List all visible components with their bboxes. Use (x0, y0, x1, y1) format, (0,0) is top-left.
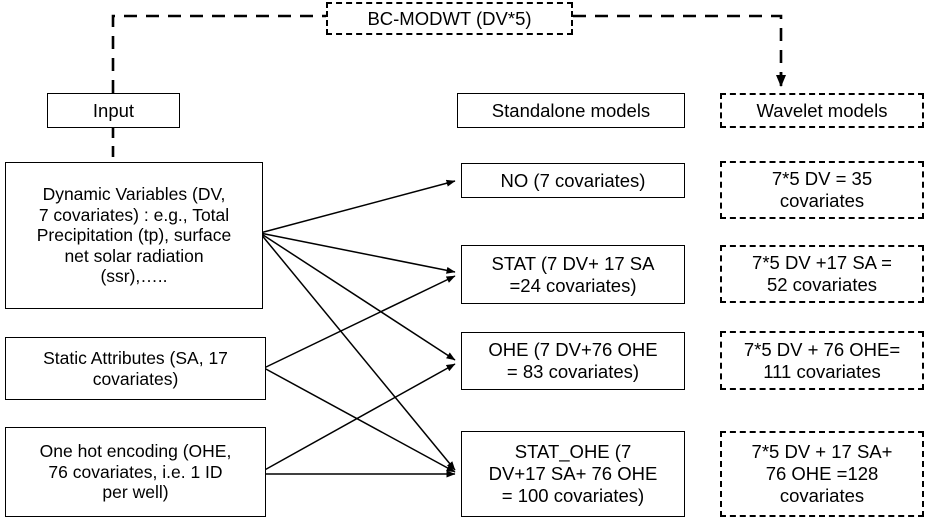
input-box-dynamic-variables-label: Dynamic Variables (DV, 7 covariates) : e… (36, 183, 232, 287)
header-wavelet-models-label: Wavelet models (756, 99, 888, 121)
standalone-model-stat-ohe-label: STAT_OHE (7 DV+17 SA+ 76 OHE = 100 covar… (488, 441, 658, 506)
input-box-static-attributes-label: Static Attributes (SA, 17 covariates) (43, 347, 228, 389)
ohe-fanout (260, 363, 456, 478)
input-box-dynamic-variables: Dynamic Variables (DV, 7 covariates) : e… (5, 162, 263, 309)
wavelet-model-ohe-label: 7*5 DV + 76 OHE= 111 covariates (743, 338, 901, 382)
wavelet-model-stat-label: 7*5 DV +17 SA = 52 covariates (752, 252, 892, 295)
bc-modwt-banner-label: BC-MODWT (DV*5) (367, 7, 532, 29)
sa-fanout (263, 275, 456, 473)
standalone-model-stat-label: STAT (7 DV+ 17 SA =24 covariates) (491, 252, 655, 296)
standalone-model-ohe: OHE (7 DV+76 OHE = 83 covariates) (461, 332, 685, 390)
wavelet-model-ohe: 7*5 DV + 76 OHE= 111 covariates (720, 331, 924, 390)
wavelet-model-stat-ohe-label: 7*5 DV + 17 SA+ 76 OHE =128 covariates (751, 441, 893, 506)
bc-modwt-banner: BC-MODWT (DV*5) (326, 2, 573, 35)
standalone-model-stat: STAT (7 DV+ 17 SA =24 covariates) (461, 245, 685, 304)
standalone-model-ohe-label: OHE (7 DV+76 OHE = 83 covariates) (488, 339, 658, 382)
header-standalone-models: Standalone models (457, 93, 685, 128)
header-input: Input (47, 93, 180, 128)
input-box-static-attributes: Static Attributes (SA, 17 covariates) (5, 337, 266, 400)
wavelet-model-stat-ohe: 7*5 DV + 17 SA+ 76 OHE =128 covariates (720, 431, 924, 517)
standalone-model-stat-ohe: STAT_OHE (7 DV+17 SA+ 76 OHE = 100 covar… (461, 431, 685, 517)
input-box-one-hot-encoding-label: One hot encoding (OHE, 76 covariates, i.… (39, 441, 232, 503)
wavelet-model-no-label: 7*5 DV = 35 covariates (771, 168, 873, 211)
dv-fanout (259, 179, 456, 471)
header-standalone-models-label: Standalone models (491, 99, 651, 121)
header-wavelet-models: Wavelet models (720, 93, 924, 128)
standalone-model-no: NO (7 covariates) (461, 163, 685, 198)
header-input-label: Input (92, 99, 135, 121)
wavelet-model-stat: 7*5 DV +17 SA = 52 covariates (720, 245, 924, 303)
input-box-one-hot-encoding: One hot encoding (OHE, 76 covariates, i.… (5, 427, 266, 517)
standalone-model-no-label: NO (7 covariates) (500, 169, 646, 191)
wavelet-model-no: 7*5 DV = 35 covariates (720, 161, 924, 219)
